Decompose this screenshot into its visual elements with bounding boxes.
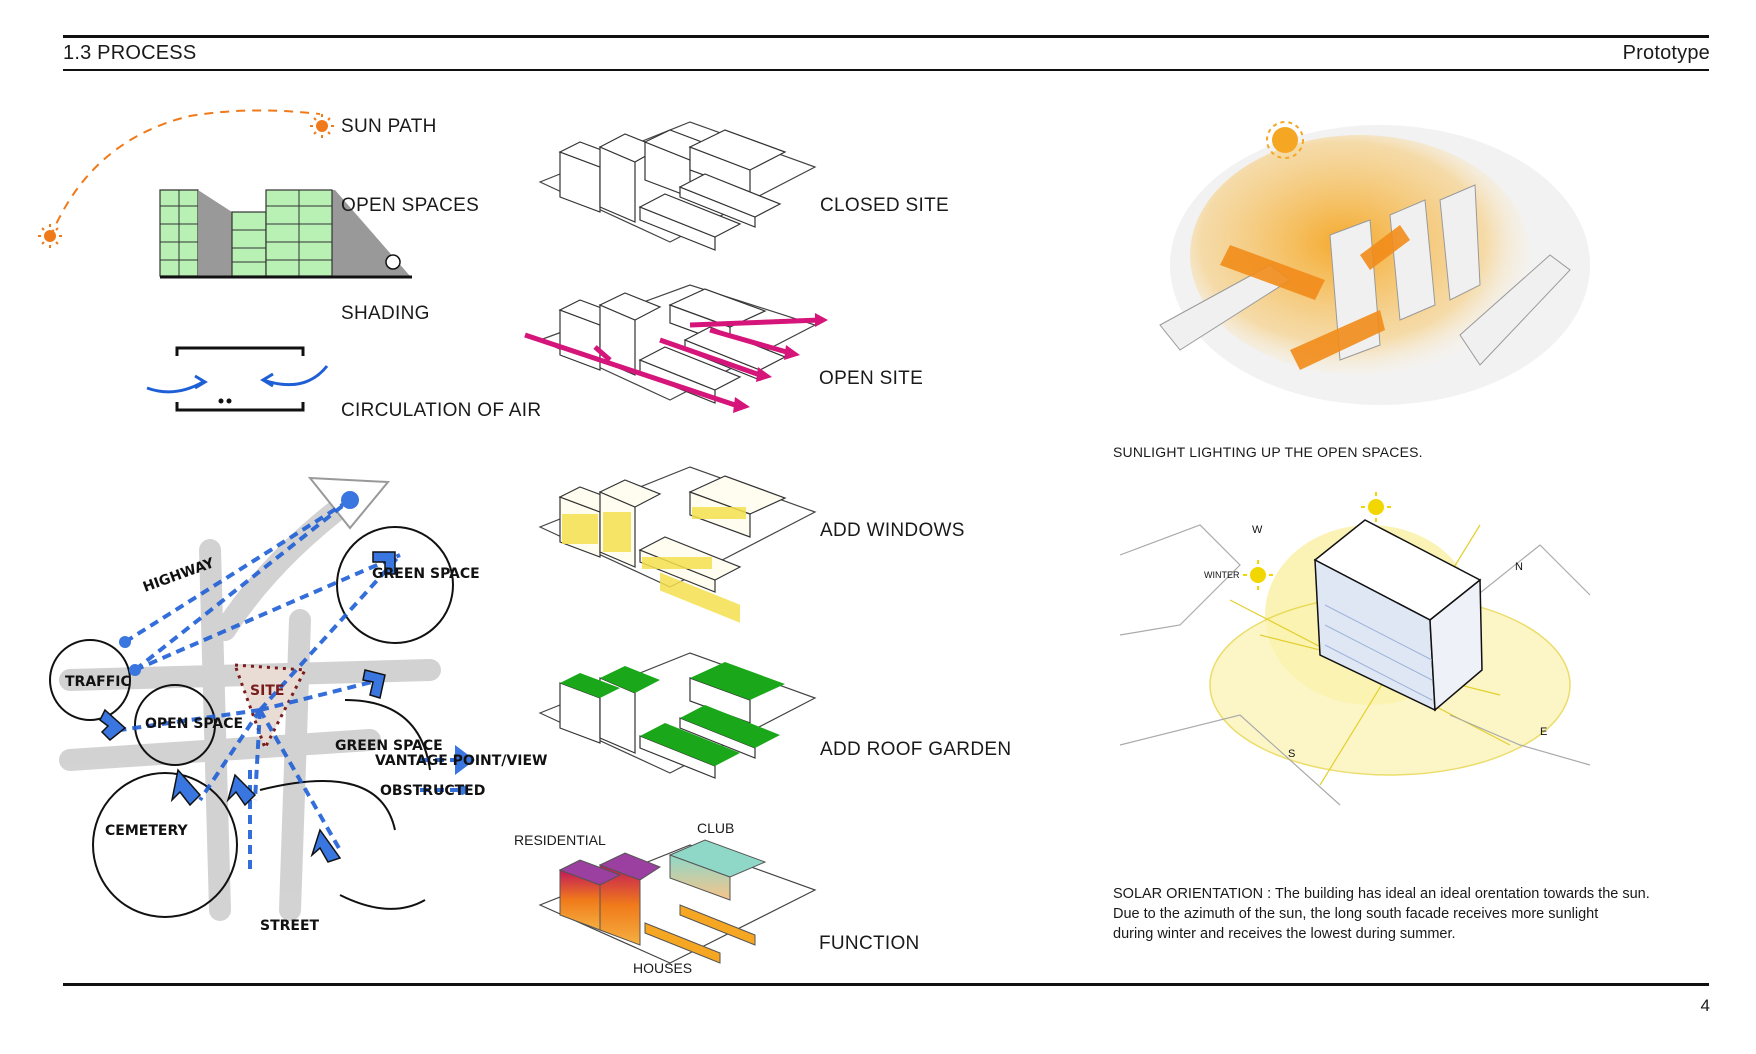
add-windows-label: ADD WINDOWS <box>820 520 965 541</box>
street-label: STREET <box>260 918 320 934</box>
closed-site-label: CLOSED SITE <box>820 195 949 216</box>
solar-line-1: SOLAR ORIENTATION : The building has ide… <box>1113 886 1650 902</box>
green-space-label-1: GREEN SPACE <box>372 566 480 582</box>
shading-label: SHADING <box>341 303 430 324</box>
solar-line-2: Due to the azimuth of the sun, the long … <box>1113 906 1599 922</box>
solar-line-3: during winter and receives the lowest du… <box>1113 926 1456 942</box>
open-site-label: OPEN SITE <box>819 368 924 389</box>
sun-path-label: SUN PATH <box>341 116 437 137</box>
header-bottom-rule <box>63 69 1709 71</box>
open-space-label: OPEN SPACE <box>145 716 243 732</box>
sun-icon <box>1361 492 1391 522</box>
cemetery-label: CEMETERY <box>105 823 188 839</box>
open-site-diagram <box>524 284 828 413</box>
open-spaces-diagram <box>159 189 412 279</box>
solar-orientation-text: SOLAR ORIENTATION : The building has ide… <box>1113 884 1703 944</box>
add-roof-garden-diagram <box>538 652 817 779</box>
open-space-circle <box>134 684 216 766</box>
sunlight-caption: SUNLIGHT LIGHTING UP THE OPEN SPACES. <box>1113 444 1423 460</box>
sunlight-render <box>1159 121 1590 405</box>
residential-label: RESIDENTIAL <box>514 832 606 848</box>
add-roof-garden-label: ADD ROOF GARDEN <box>820 739 1012 760</box>
compass-w: W <box>1252 524 1263 536</box>
houses-label: HOUSES <box>633 960 693 976</box>
function-label: FUNCTION <box>819 933 920 954</box>
solar-orientation-diagram: W N S E WINTER <box>1119 492 1591 806</box>
add-windows-diagram <box>538 466 817 623</box>
vantage-label: VANTAGE POINT/VIEW <box>375 753 547 769</box>
open-spaces-label: OPEN SPACES <box>341 195 480 216</box>
winter-label: WINTER <box>1204 570 1240 580</box>
closed-site-diagram <box>538 121 817 251</box>
building-massing <box>1313 519 1483 712</box>
cemetery-circle <box>92 772 238 918</box>
page-number: 4 <box>1700 996 1710 1015</box>
compass-e: E <box>1540 726 1547 738</box>
green-space-circle <box>336 526 454 644</box>
compass-s: S <box>1288 748 1295 760</box>
site-label: SITE <box>250 683 284 699</box>
header-top-rule <box>63 35 1709 38</box>
sun-icon <box>38 224 62 248</box>
obstructed-label: OBSTRUCTED <box>380 783 485 799</box>
sun-icon <box>1266 121 1304 159</box>
green-space-label-2: GREEN SPACE <box>335 738 443 754</box>
site-boundary <box>232 663 308 752</box>
footer-rule <box>63 983 1709 986</box>
club-label: CLUB <box>697 820 735 836</box>
sun-icon <box>1243 560 1273 590</box>
sun-path-diagram <box>38 109 334 248</box>
page-title: Prototype <box>1622 42 1710 64</box>
traffic-label: TRAFFIC <box>65 674 131 690</box>
section-title: 1.3 PROCESS <box>63 42 197 64</box>
traffic-circle <box>49 639 131 721</box>
circulation-label: CIRCULATION OF AIR <box>341 400 542 421</box>
air-circulation-diagram <box>146 346 329 412</box>
compass-n: N <box>1515 561 1523 573</box>
sun-icon <box>310 114 334 138</box>
site-analysis-sketch: HIGHWAY GREEN SPACE TRAFFIC SITE OPEN SP… <box>49 476 547 934</box>
function-diagram <box>538 839 817 964</box>
